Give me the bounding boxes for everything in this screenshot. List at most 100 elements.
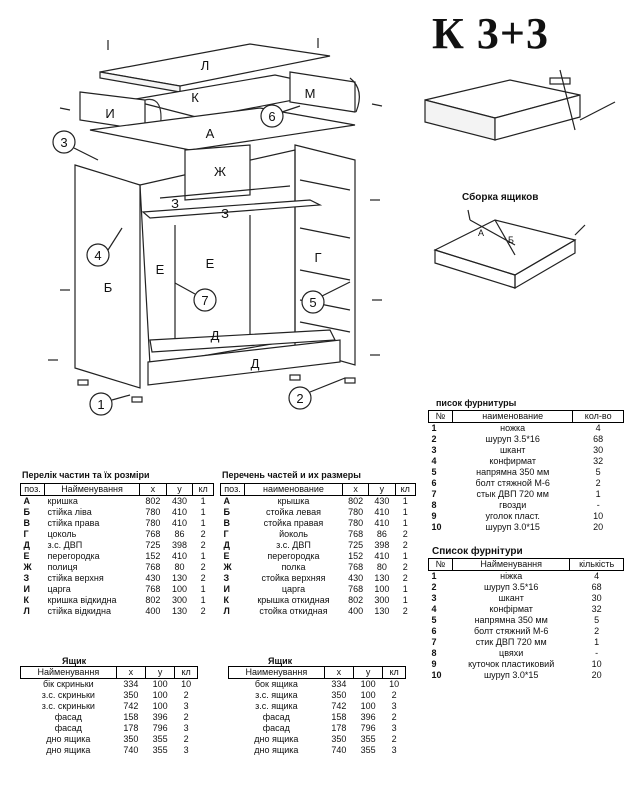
table-cell: 780 bbox=[145, 507, 161, 517]
table-cell: 4 bbox=[595, 423, 601, 433]
table-cell: 5 bbox=[595, 467, 601, 477]
table-cell: стойка откидная bbox=[259, 606, 328, 616]
table-cell: 355 bbox=[152, 745, 168, 755]
table-cell: 3 bbox=[183, 723, 189, 733]
table-cell: 2 bbox=[183, 734, 189, 744]
table-cell: 68 bbox=[593, 434, 604, 444]
col-header: x bbox=[323, 666, 354, 679]
col-header: наименование bbox=[244, 483, 343, 496]
table-cell: 768 bbox=[145, 562, 161, 572]
table-cell: 410 bbox=[172, 518, 188, 528]
table-cell: з.с. ДВП bbox=[47, 540, 83, 550]
table-cell: 10 bbox=[181, 679, 192, 689]
part-letter-z1: З bbox=[171, 196, 179, 211]
table-cell: 1 bbox=[431, 571, 437, 581]
table-cell: полка bbox=[281, 562, 306, 572]
table-cell: 80 bbox=[174, 562, 185, 572]
table-cell: 8 bbox=[431, 648, 437, 658]
table-cell: шуруп 3.5*16 bbox=[483, 582, 539, 592]
col-header: кол-во bbox=[572, 410, 624, 423]
table-cell: 100 bbox=[360, 690, 376, 700]
table-cell: болт стяжной М-6 bbox=[475, 478, 550, 488]
table-cell: 768 bbox=[145, 584, 161, 594]
table-cell: 158 bbox=[123, 712, 139, 722]
table-cell: 350 bbox=[331, 734, 347, 744]
table-cell: фасад bbox=[262, 723, 290, 733]
table-cell: перегородка bbox=[267, 551, 320, 561]
table-cell: 2 bbox=[594, 626, 600, 636]
table-cell: фасад bbox=[54, 712, 82, 722]
table-cell: 430 bbox=[172, 496, 188, 506]
col-header: y bbox=[352, 666, 384, 679]
table-cell: Л bbox=[23, 606, 30, 616]
table-cell: з.с. ящика bbox=[255, 701, 298, 711]
table-cell: 740 bbox=[123, 745, 139, 755]
table-cell: 7 bbox=[431, 637, 437, 647]
table-cell: з.с. ящика bbox=[255, 690, 298, 700]
table-cell: 6 bbox=[431, 478, 437, 488]
table-cell: 1 bbox=[402, 551, 408, 561]
table-cell: Ж bbox=[223, 562, 232, 572]
callout-5: 5 bbox=[309, 295, 316, 310]
drawer-assembly-caption: Сборка ящиков bbox=[462, 192, 539, 203]
col-header: y bbox=[368, 483, 396, 496]
callout-7: 7 bbox=[201, 293, 208, 308]
table-cell: 2 bbox=[391, 690, 397, 700]
callout-2: 2 bbox=[296, 391, 303, 406]
table-cell: 3 bbox=[431, 445, 437, 455]
table-cell: Ж bbox=[23, 562, 32, 572]
fittings-ru-caption: писок фурнитуры bbox=[436, 398, 517, 408]
table-cell: ножка bbox=[500, 423, 526, 433]
table-cell: 2 bbox=[391, 734, 397, 744]
table-cell: З bbox=[223, 573, 230, 583]
table-cell: 4 bbox=[594, 571, 600, 581]
table-cell: 430 bbox=[348, 573, 364, 583]
col-header: поз. bbox=[20, 483, 45, 496]
table-cell: 152 bbox=[348, 551, 364, 561]
drawer-ua-caption: Ящик bbox=[62, 656, 87, 666]
table-cell: 2 bbox=[391, 712, 397, 722]
table-cell: 350 bbox=[123, 734, 139, 744]
table-cell: 410 bbox=[374, 518, 390, 528]
table-cell: 742 bbox=[123, 701, 139, 711]
table-cell: 86 bbox=[174, 529, 185, 539]
table-cell: кришка відкидна bbox=[47, 595, 117, 605]
part-letter-k: К bbox=[191, 90, 199, 105]
part-letter-m: М bbox=[305, 86, 316, 101]
table-cell: 4 bbox=[431, 456, 437, 466]
table-cell: И bbox=[23, 584, 30, 594]
table-cell: 334 bbox=[331, 679, 347, 689]
part-letter-d2: Д bbox=[251, 356, 260, 371]
table-cell: 158 bbox=[331, 712, 347, 722]
table-cell: шуруп 3.5*16 bbox=[485, 434, 540, 444]
table-cell: 1 bbox=[402, 595, 408, 605]
table-cell: стійка ліва bbox=[47, 507, 92, 517]
table-cell: перегородка bbox=[47, 551, 100, 561]
table-cell: 1 bbox=[200, 595, 206, 605]
table-cell: 9 bbox=[431, 511, 437, 521]
table-cell: цвяхи bbox=[499, 648, 524, 658]
table-cell: стійка верхня bbox=[47, 573, 104, 583]
table-cell: 2 bbox=[200, 562, 206, 572]
table-cell: 130 bbox=[172, 573, 188, 583]
table-cell: 80 bbox=[376, 562, 387, 572]
col-header: Найменування bbox=[451, 558, 571, 571]
table-cell: 3 bbox=[183, 701, 189, 711]
table-cell: Е bbox=[223, 551, 230, 561]
